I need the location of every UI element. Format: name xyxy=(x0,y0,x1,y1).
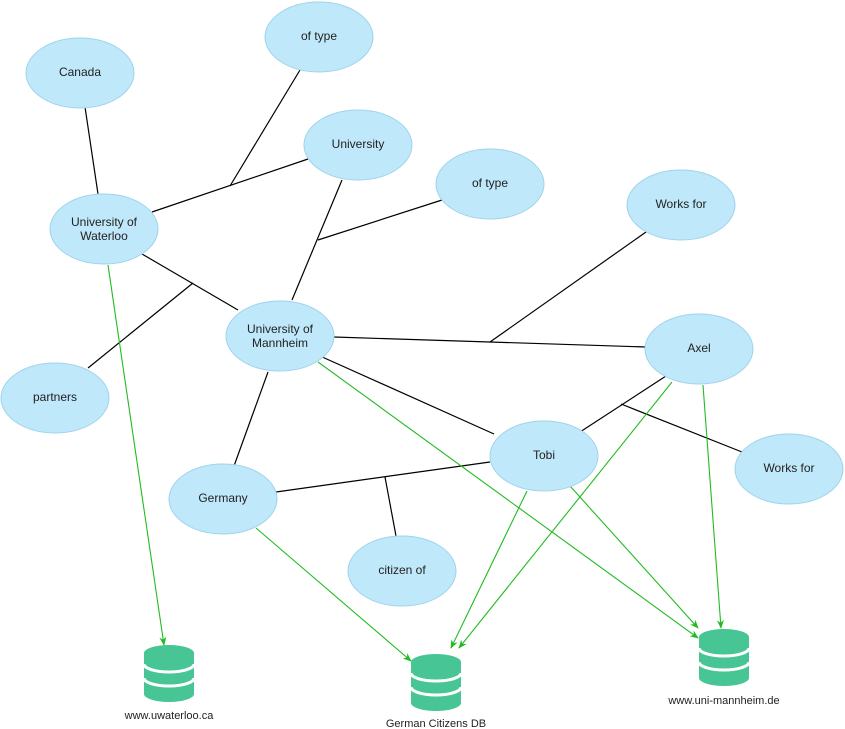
arrow-tobi-to-citizens-db xyxy=(450,490,528,649)
relation-edges xyxy=(84,69,743,537)
node-germany[interactable]: Germany xyxy=(168,463,278,535)
edge-citizenof-connector xyxy=(384,476,397,537)
node-label: of type xyxy=(472,176,508,190)
database-icon xyxy=(409,654,463,711)
node-axel[interactable]: Axel xyxy=(644,313,754,385)
database-label: www.uwaterloo.ca xyxy=(124,710,215,722)
node-of-type-top[interactable]: of type xyxy=(264,1,374,73)
database-uwaterloo[interactable]: www.uwaterloo.ca xyxy=(124,645,215,722)
database-label: German Citizens DB xyxy=(386,718,486,729)
node-label: citizen of xyxy=(378,563,426,577)
node-university-of-waterloo[interactable]: University of Waterloo xyxy=(49,193,159,265)
node-partners[interactable]: partners xyxy=(0,362,110,434)
database-german-citizens[interactable]: German Citizens DB xyxy=(386,654,486,729)
node-citizen-of[interactable]: citizen of xyxy=(347,535,457,607)
edge-axel-tobi xyxy=(579,375,667,433)
database-icon xyxy=(142,645,196,702)
node-label-line-2: Mannheim xyxy=(252,336,308,350)
node-works-for-top[interactable]: Works for xyxy=(626,169,736,241)
edge-umannheim-university xyxy=(291,179,343,301)
nodes: Canada of type University University of … xyxy=(0,1,844,607)
node-canada[interactable]: Canada xyxy=(25,37,135,109)
arrow-axel-to-mannheim-db xyxy=(702,384,724,629)
node-label-line-1: University of xyxy=(71,215,138,229)
edge-oftype-mid-connector xyxy=(317,199,443,241)
database-uni-mannheim[interactable]: www.uni-mannheim.de xyxy=(667,629,780,707)
node-label: Axel xyxy=(687,341,710,355)
node-label-line-1: University of xyxy=(247,322,314,336)
node-works-for-right[interactable]: Works for xyxy=(734,433,844,505)
edge-worksfor-top-connector xyxy=(489,231,647,343)
edge-uwaterloo-umannheim xyxy=(141,253,239,311)
databases: www.uwaterloo.ca German Citizens DB www.… xyxy=(124,629,780,729)
edge-umannheim-germany xyxy=(233,371,269,467)
node-label: University xyxy=(332,137,385,151)
source-arrows xyxy=(107,264,724,662)
arrow-germany-to-citizens-db xyxy=(255,527,412,662)
node-label: partners xyxy=(33,390,77,404)
edge-worksfor-right-connector xyxy=(620,403,743,453)
node-label: Canada xyxy=(59,65,101,79)
node-label: of type xyxy=(301,29,337,43)
arrow-tobi-to-mannheim-db xyxy=(569,485,699,629)
node-label: Tobi xyxy=(533,448,555,462)
edge-partners-connector xyxy=(87,282,194,369)
node-of-type-mid[interactable]: of type xyxy=(435,148,545,220)
node-university[interactable]: University xyxy=(303,109,413,181)
edge-umannheim-tobi xyxy=(319,355,495,435)
arrow-uwaterloo-to-uwaterloo-db xyxy=(107,264,167,646)
arrow-axel-to-citizens-db xyxy=(458,381,673,649)
node-label: Germany xyxy=(198,491,247,505)
arrow-umannheim-to-mannheim-db xyxy=(317,361,699,639)
node-label: Works for xyxy=(655,197,706,211)
node-university-of-mannheim[interactable]: University of Mannheim xyxy=(225,300,335,372)
edge-germany-tobi xyxy=(275,461,491,493)
edge-oftype-top-connector xyxy=(229,69,301,187)
edge-canada-uwaterloo xyxy=(84,106,99,195)
database-label: www.uni-mannheim.de xyxy=(667,695,779,707)
node-tobi[interactable]: Tobi xyxy=(489,420,599,492)
node-label: Works for xyxy=(763,461,814,475)
database-icon xyxy=(697,629,751,686)
node-label-line-2: Waterloo xyxy=(80,229,128,243)
